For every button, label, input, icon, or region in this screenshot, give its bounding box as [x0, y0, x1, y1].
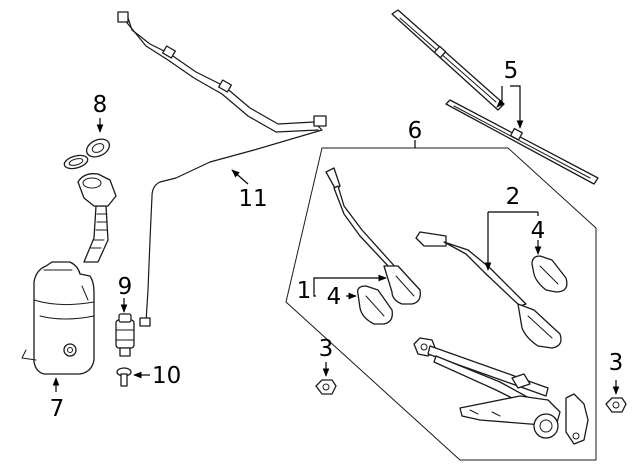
callout-6: 6: [408, 118, 423, 144]
callout-1: 1: [297, 278, 312, 304]
callout-2: 2: [506, 184, 521, 210]
callout-5: 5: [504, 58, 519, 84]
callout-8: 8: [93, 92, 108, 118]
wiper-linkage-motor: [413, 337, 589, 445]
callout-4-right: 4: [531, 218, 546, 244]
filler-neck: [77, 173, 117, 263]
callout-7: 7: [50, 396, 65, 422]
callout-10: 10: [152, 363, 181, 389]
pump-grommet: [116, 367, 132, 387]
nut-left: [315, 379, 337, 395]
wiper-arm-right: [415, 231, 562, 349]
wiper-blade-lower: [445, 99, 599, 185]
callout-4-left: 4: [327, 284, 342, 310]
nut-right: [605, 397, 627, 413]
washer-reservoir: [21, 261, 95, 375]
reservoir-cap: [63, 138, 111, 170]
callout-3-right: 3: [609, 350, 624, 376]
wiper-arm-left: [325, 167, 421, 305]
washer-hose: [117, 11, 327, 327]
assembly-group-outline: [285, 147, 597, 461]
callout-9: 9: [118, 274, 133, 300]
washer-pump: [115, 313, 135, 357]
wiper-blade-upper: [391, 9, 505, 111]
arm-cap-left: [357, 285, 393, 325]
callout-11: 11: [238, 186, 267, 212]
leader-lines: [52, 85, 620, 395]
callout-3-left: 3: [319, 336, 334, 362]
arm-cap-right: [531, 255, 568, 293]
